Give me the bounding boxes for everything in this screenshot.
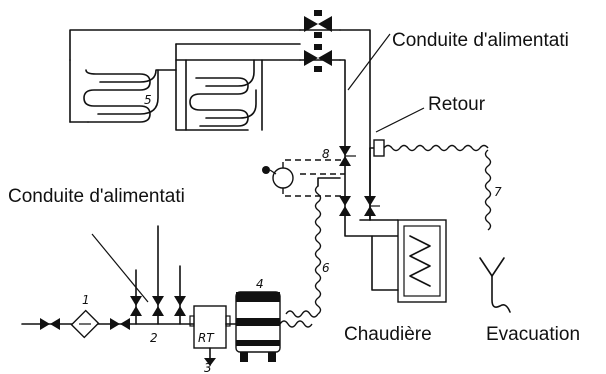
label-supply-left: Conduite d'alimentati bbox=[8, 186, 185, 207]
label-return: Retour bbox=[428, 94, 486, 115]
label-supply-top: Conduite d'alimentati bbox=[392, 30, 569, 51]
leader-supply-top bbox=[347, 33, 391, 91]
number-5: 5 bbox=[144, 93, 152, 107]
number-8: 8 bbox=[322, 147, 330, 161]
number-3: 3 bbox=[204, 361, 212, 374]
number-4: 4 bbox=[256, 277, 264, 291]
number-2: 2 bbox=[150, 331, 158, 345]
flex-hose bbox=[285, 177, 341, 318]
supply-main bbox=[21, 225, 223, 339]
circulation-pump bbox=[262, 159, 345, 197]
riser-valves bbox=[339, 146, 380, 216]
heat-unit bbox=[225, 291, 313, 362]
label-boiler: Chaudière bbox=[344, 324, 432, 345]
manifold-valve-top bbox=[304, 10, 332, 38]
heating-coils bbox=[69, 29, 301, 131]
boiler bbox=[369, 219, 447, 303]
number-1: 1 bbox=[82, 293, 90, 307]
label-drain: Evacuation bbox=[486, 324, 580, 345]
number-7: 7 bbox=[494, 185, 502, 199]
return-line bbox=[369, 139, 492, 231]
svg-text:RT: RT bbox=[198, 331, 215, 345]
manifold-valve-bottom bbox=[304, 44, 332, 72]
disconnector: RT bbox=[189, 305, 231, 366]
number-6: 6 bbox=[322, 261, 330, 275]
leader-return bbox=[375, 107, 425, 133]
drain-funnel bbox=[479, 257, 511, 313]
